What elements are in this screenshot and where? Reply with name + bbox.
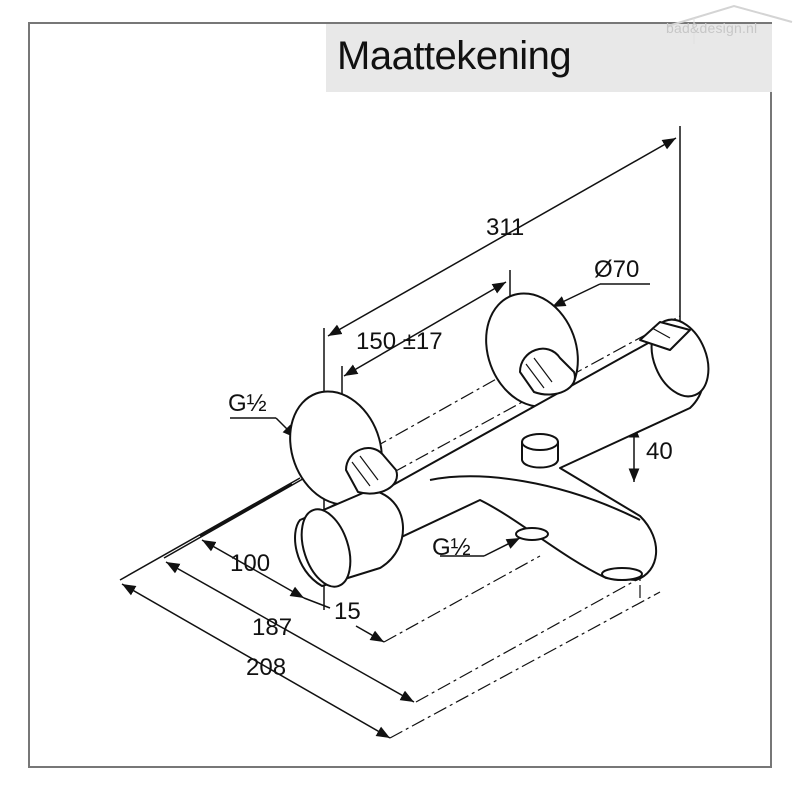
title-panel — [326, 24, 772, 92]
dimension-overall-width: 311 — [486, 214, 525, 241]
dimension-depth-15: 15 — [334, 598, 361, 625]
dimension-depth-100: 100 — [230, 550, 271, 577]
dimension-rosette-diameter: Ø70 — [594, 256, 640, 283]
logo-text: bad&design.nl — [666, 20, 758, 36]
logo-house-icon — [667, 4, 793, 44]
dimension-height: 40 — [646, 438, 673, 465]
dimension-depth-187: 187 — [252, 614, 293, 641]
faucet-body — [289, 292, 710, 588]
dimension-inlet-thread: G½ — [228, 390, 267, 417]
thread-marks — [351, 327, 671, 487]
dimension-depth-208: 208 — [246, 654, 287, 681]
dimension-center-distance: 150 ±17 — [356, 328, 443, 355]
drawing-frame — [28, 22, 772, 768]
page-title: Maattekening — [337, 34, 572, 78]
dimension-outlet-thread: G½ — [432, 534, 471, 561]
